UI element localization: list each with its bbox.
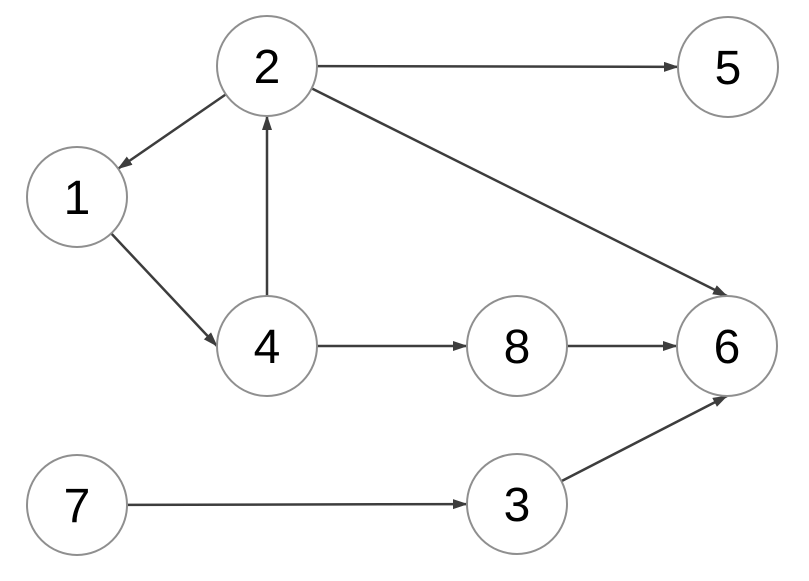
edges-layer [110, 61, 728, 510]
node-circle-3 [466, 453, 568, 555]
graph-node-4: 4 [216, 295, 318, 397]
edge-1-to-4 [110, 232, 218, 347]
graph-node-3: 3 [466, 453, 568, 555]
edge-2-to-6 [311, 87, 728, 298]
node-circle-6 [676, 295, 778, 397]
node-label-4: 4 [254, 321, 281, 374]
node-circle-1 [26, 146, 128, 248]
graph-node-2: 2 [216, 15, 318, 117]
graph-node-1: 1 [26, 146, 128, 248]
node-circle-2 [216, 15, 318, 117]
edge-2-to-5 [316, 61, 679, 72]
node-circle-5 [677, 16, 779, 118]
graph-node-6: 6 [676, 295, 778, 397]
node-label-5: 5 [715, 42, 742, 95]
graph-node-7: 7 [26, 454, 128, 556]
edge-7-to-3 [126, 499, 468, 510]
edge-3-to-6 [560, 394, 728, 483]
graph-node-8: 8 [466, 295, 568, 397]
node-label-7: 7 [64, 480, 91, 533]
node-label-1: 1 [64, 172, 91, 225]
node-label-8: 8 [504, 321, 531, 374]
graph-node-5: 5 [677, 16, 779, 118]
nodes-layer: 1 2 3 4 5 6 7 8 [26, 15, 779, 556]
node-label-2: 2 [254, 41, 281, 94]
node-circle-8 [466, 295, 568, 397]
node-circle-4 [216, 295, 318, 397]
edge-2-to-1 [117, 93, 227, 170]
node-label-6: 6 [714, 321, 741, 374]
node-label-3: 3 [504, 479, 531, 532]
node-circle-7 [26, 454, 128, 556]
